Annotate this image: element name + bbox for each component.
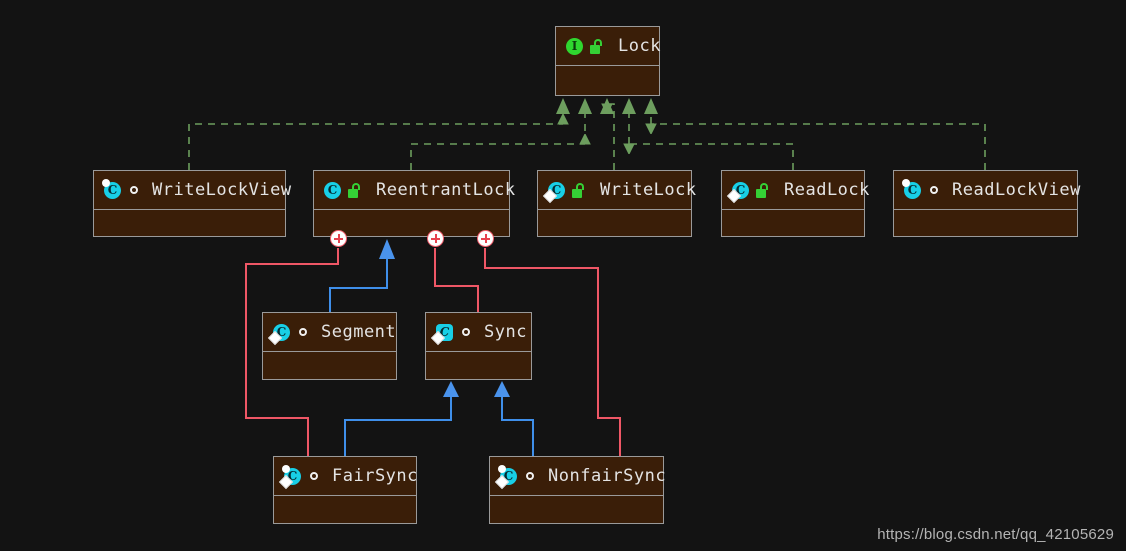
inner-class-plus-marker-sync[interactable] xyxy=(427,230,444,247)
implements-edges xyxy=(188,103,986,170)
node-header: C ReentrantLock xyxy=(314,171,515,210)
padlock-open-icon xyxy=(756,182,770,198)
package-private-circle-icon xyxy=(310,472,318,480)
edge-readlock-implements-lock xyxy=(629,143,794,170)
class-c-icon: C xyxy=(542,181,566,203)
node-header: C ReadLockView xyxy=(894,171,1080,210)
edge-reentrantlock-implements-lock xyxy=(410,144,585,170)
node-title: Lock xyxy=(618,36,661,56)
edge-segment-extends-reentrantlock xyxy=(329,258,388,312)
class-c-icon: C xyxy=(902,178,922,200)
node-header: C WriteLock xyxy=(538,171,696,210)
arrowhead-1 xyxy=(556,98,570,114)
abstract-class-c-icon: C xyxy=(430,323,454,345)
class-c-icon: C xyxy=(102,178,122,200)
class-node-fairsync[interactable]: C FairSync xyxy=(273,456,417,524)
edge-writelock-implements-lock xyxy=(607,103,615,170)
padlock-open-icon xyxy=(572,182,586,198)
class-node-reentrantlock[interactable]: C ReentrantLock xyxy=(313,170,515,237)
watermark-text: https://blog.csdn.net/qq_42105629 xyxy=(877,526,1114,543)
class-node-sync[interactable]: C Sync xyxy=(425,312,532,380)
class-node-readlock[interactable]: C ReadLock xyxy=(721,170,869,237)
arrowhead-2 xyxy=(578,98,592,114)
node-members xyxy=(94,210,285,236)
node-members xyxy=(426,352,531,379)
edge-nonfairsync-extends-sync xyxy=(501,396,534,456)
package-private-circle-icon xyxy=(462,328,470,336)
class-c-icon: C xyxy=(267,323,291,345)
node-title: NonfairSync xyxy=(548,466,667,486)
node-title: Segment xyxy=(321,322,397,342)
final-badge-icon xyxy=(102,178,110,187)
node-members xyxy=(894,210,1077,236)
edge-readlockview-implements-lock xyxy=(651,123,986,170)
padlock-open-icon xyxy=(348,182,362,198)
node-members xyxy=(538,210,691,236)
node-title: FairSync xyxy=(332,466,418,486)
edge-reentrantlock-inner-sync xyxy=(434,248,479,312)
node-header: C WriteLockView xyxy=(94,171,291,210)
inner-class-plus-marker-fairsync[interactable] xyxy=(330,230,347,247)
node-title: WriteLockView xyxy=(152,180,292,200)
class-c-icon: C xyxy=(726,181,750,203)
node-title: Sync xyxy=(484,322,527,342)
class-node-writelock[interactable]: C WriteLock xyxy=(537,170,696,237)
node-members xyxy=(274,496,416,523)
node-header: C ReadLock xyxy=(722,171,869,210)
inner-class-plus-marker-nonfairsync[interactable] xyxy=(477,230,494,247)
node-title: WriteLock xyxy=(600,180,697,200)
class-node-segment[interactable]: C Segment xyxy=(262,312,397,380)
node-members xyxy=(490,496,663,523)
node-header: C NonfairSync xyxy=(490,457,667,496)
implements-arrowheads xyxy=(556,98,658,114)
node-title: ReentrantLock xyxy=(376,180,516,200)
arrowhead-extends-reentrantlock xyxy=(379,239,395,259)
node-members xyxy=(556,66,659,95)
node-header: C Segment xyxy=(263,313,396,352)
edge-fairsync-extends-sync xyxy=(344,396,452,456)
node-title: ReadLock xyxy=(784,180,870,200)
padlock-open-icon xyxy=(590,38,604,54)
node-header: I Lock xyxy=(556,27,661,66)
arrowhead-5 xyxy=(644,98,658,114)
final-badge-icon xyxy=(498,464,506,473)
package-private-circle-icon xyxy=(930,186,938,194)
class-node-lock[interactable]: I Lock xyxy=(555,26,660,96)
arrowhead-extends-sync-nonfair xyxy=(494,381,510,397)
class-c-icon: C xyxy=(323,181,342,200)
arrowhead-extends-sync-fair xyxy=(443,381,459,397)
node-members xyxy=(263,352,396,379)
node-header: C FairSync xyxy=(274,457,418,496)
package-private-circle-icon xyxy=(299,328,307,336)
arrowhead-4 xyxy=(622,98,636,114)
edge-writelockview-implements-lock xyxy=(188,124,563,170)
class-c-icon: C xyxy=(494,464,518,489)
class-node-nonfairsync[interactable]: C NonfairSync xyxy=(489,456,667,524)
class-c-icon: C xyxy=(278,464,302,489)
arrowhead-3 xyxy=(600,98,614,114)
class-node-readlockview[interactable]: C ReadLockView xyxy=(893,170,1080,237)
implements-stubs xyxy=(562,112,652,144)
package-private-circle-icon xyxy=(130,186,138,194)
final-badge-icon xyxy=(282,464,290,473)
node-header: C Sync xyxy=(426,313,531,352)
node-members xyxy=(722,210,864,236)
class-node-writelockview[interactable]: C WriteLockView xyxy=(93,170,291,237)
interface-green-i-icon: I xyxy=(565,37,584,56)
final-badge-icon xyxy=(902,178,910,187)
package-private-circle-icon xyxy=(526,472,534,480)
node-title: ReadLockView xyxy=(952,180,1081,200)
